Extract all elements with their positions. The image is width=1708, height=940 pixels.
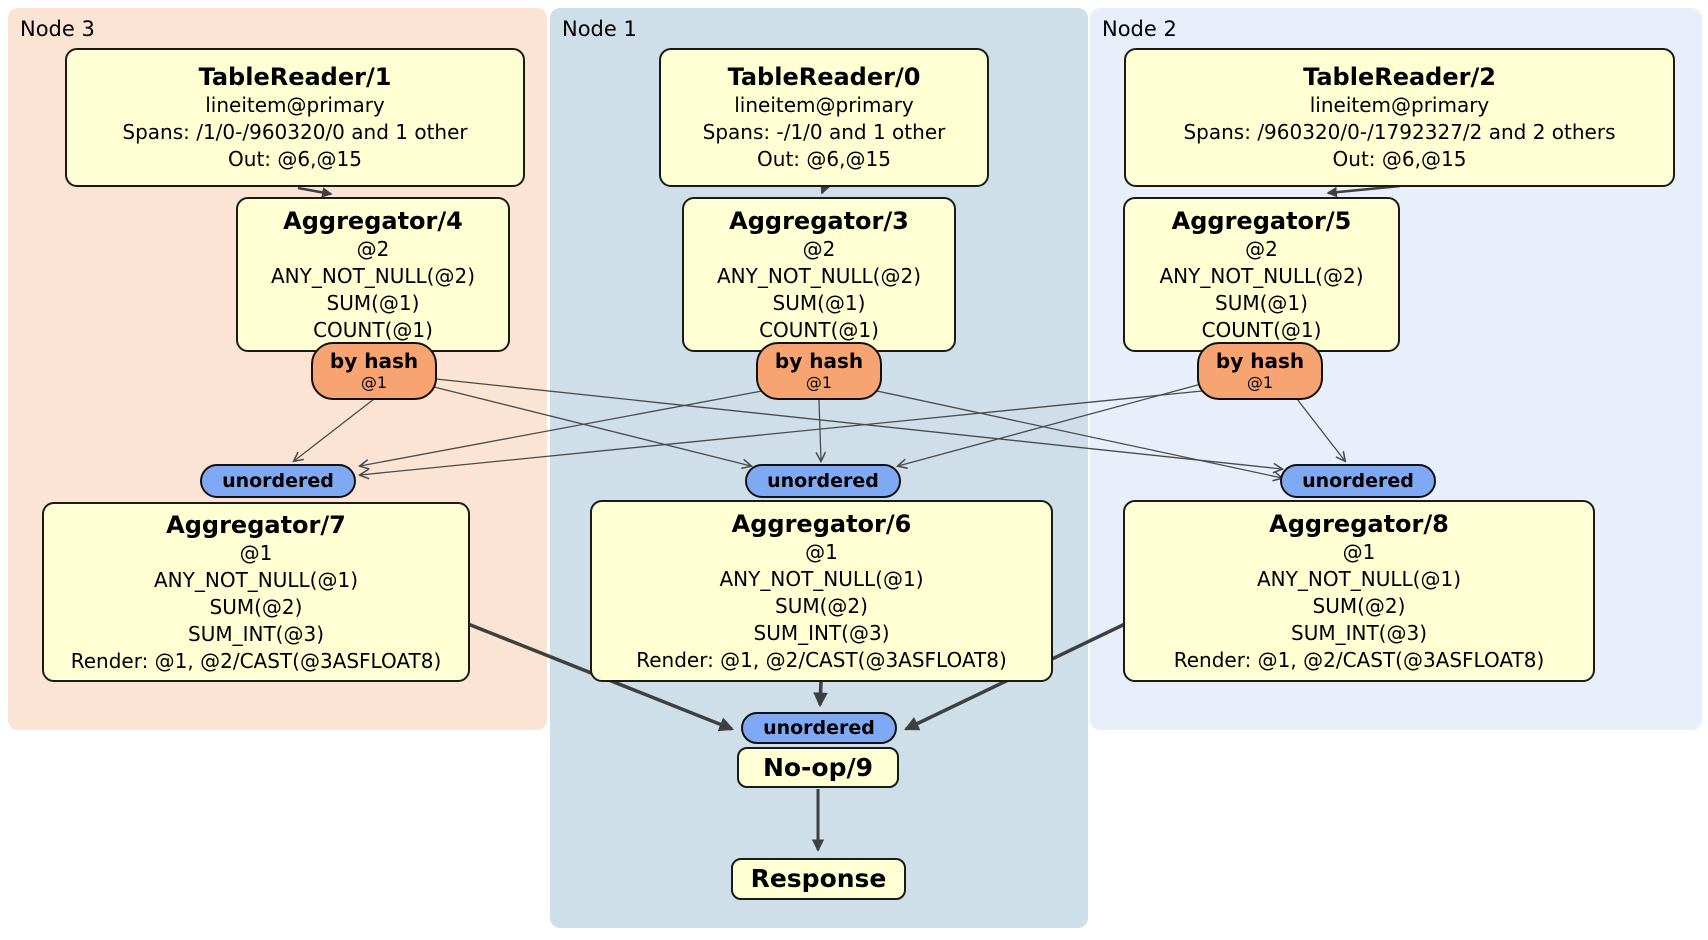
sync-label: unordered xyxy=(767,470,879,492)
processor-agg-fn: COUNT(@1) xyxy=(759,317,879,342)
router-hash-column: @1 xyxy=(1246,373,1274,392)
processor-out: Out: @6,@15 xyxy=(1332,147,1467,171)
router-hash-column: @1 xyxy=(360,373,388,392)
processor-detail: lineitem@primary xyxy=(1309,93,1490,117)
processor-group-cols: @2 xyxy=(1245,236,1278,261)
processor-tablereader-1: TableReader/1 lineitem@primary Spans: /1… xyxy=(65,48,525,187)
processor-title: Aggregator/5 xyxy=(1171,206,1352,235)
processor-render-expr: Render: @1, @2/CAST(@3ASFLOAT8) xyxy=(70,648,442,673)
processor-title: TableReader/0 xyxy=(727,63,921,91)
router-by-hash-5: by hash @1 xyxy=(1197,342,1323,400)
region-node-2-label: Node 2 xyxy=(1102,17,1177,41)
processor-render-expr: Render: @1, @2/CAST(@3ASFLOAT8) xyxy=(1173,647,1545,672)
processor-agg-fn: SUM(@1) xyxy=(1215,290,1308,315)
tablereader-to-aggregator-arrows xyxy=(297,182,1401,198)
processor-title: Aggregator/6 xyxy=(731,509,912,538)
processor-group-cols: @1 xyxy=(239,540,273,565)
processor-detail: lineitem@primary xyxy=(734,93,914,117)
processor-aggregator-5: Aggregator/5 @2 ANY_NOT_NULL(@2) SUM(@1)… xyxy=(1123,197,1400,352)
processor-agg-fn: SUM(@2) xyxy=(1312,593,1406,618)
processor-group-cols: @1 xyxy=(1342,539,1376,564)
processor-agg-fn: COUNT(@1) xyxy=(313,317,433,342)
processor-noop-9: No-op/9 xyxy=(737,747,899,788)
processor-aggregator-8: Aggregator/8 @1 ANY_NOT_NULL(@1) SUM(@2)… xyxy=(1123,500,1595,682)
sync-unordered-6: unordered xyxy=(745,464,901,498)
router-hash-column: @1 xyxy=(805,373,833,392)
processor-group-cols: @2 xyxy=(356,236,390,261)
sync-unordered-7: unordered xyxy=(200,464,356,498)
processor-render-expr: Render: @1, @2/CAST(@3ASFLOAT8) xyxy=(636,647,1007,672)
sync-label: unordered xyxy=(763,717,875,739)
processor-aggregator-4: Aggregator/4 @2 ANY_NOT_NULL(@2) SUM(@1)… xyxy=(236,197,510,352)
sync-label: unordered xyxy=(222,470,334,492)
processor-agg-fn: SUM_INT(@3) xyxy=(753,620,890,645)
processor-aggregator-3: Aggregator/3 @2 ANY_NOT_NULL(@2) SUM(@1)… xyxy=(682,197,956,352)
processor-agg-fn: SUM_INT(@3) xyxy=(188,621,324,646)
processor-agg-fn: SUM(@2) xyxy=(209,594,303,619)
processor-title: Response xyxy=(750,864,887,893)
processor-title: Aggregator/4 xyxy=(283,206,463,235)
processor-spans: Spans: /960320/0-/1792327/2 and 2 others xyxy=(1183,120,1616,144)
processor-agg-fn: ANY_NOT_NULL(@1) xyxy=(719,566,924,591)
processor-detail: lineitem@primary xyxy=(205,93,385,117)
processor-spans: Spans: /1/0-/960320/0 and 1 other xyxy=(122,120,468,144)
processor-out: Out: @6,@15 xyxy=(228,147,362,171)
processor-agg-fn: ANY_NOT_NULL(@1) xyxy=(154,567,358,592)
processor-title: TableReader/1 xyxy=(198,63,392,91)
processor-title: TableReader/2 xyxy=(1303,63,1496,91)
processor-agg-fn: ANY_NOT_NULL(@2) xyxy=(717,263,921,288)
region-node-3-label: Node 3 xyxy=(20,17,95,41)
router-by-hash-4: by hash @1 xyxy=(311,342,437,400)
processor-out: Out: @6,@15 xyxy=(757,147,891,171)
router-label: by hash xyxy=(329,349,419,373)
processor-agg-fn: SUM(@2) xyxy=(775,593,868,618)
processor-agg-fn: SUM(@1) xyxy=(326,290,420,315)
processor-group-cols: @1 xyxy=(805,539,838,564)
processor-agg-fn: ANY_NOT_NULL(@1) xyxy=(1257,566,1461,591)
processor-agg-fn: SUM(@1) xyxy=(772,290,866,315)
region-node-1-label: Node 1 xyxy=(562,17,637,41)
processor-title: Aggregator/8 xyxy=(1269,509,1449,538)
processor-aggregator-6: Aggregator/6 @1 ANY_NOT_NULL(@1) SUM(@2)… xyxy=(590,500,1053,682)
router-label: by hash xyxy=(774,349,864,373)
processor-title: Aggregator/7 xyxy=(166,510,346,539)
router-to-sync-edges xyxy=(294,378,1345,478)
processor-agg-fn: SUM_INT(@3) xyxy=(1291,620,1427,645)
processor-agg-fn: ANY_NOT_NULL(@2) xyxy=(271,263,475,288)
processor-spans: Spans: -/1/0 and 1 other xyxy=(702,120,946,144)
router-label: by hash xyxy=(1215,349,1305,373)
processor-agg-fn: ANY_NOT_NULL(@2) xyxy=(1159,263,1364,288)
processor-title: Aggregator/3 xyxy=(729,206,909,235)
processor-tablereader-0: TableReader/0 lineitem@primary Spans: -/… xyxy=(659,48,989,187)
processor-tablereader-2: TableReader/2 lineitem@primary Spans: /9… xyxy=(1124,48,1675,187)
processor-agg-fn: COUNT(@1) xyxy=(1201,317,1322,342)
sync-unordered-final: unordered xyxy=(741,712,897,744)
processor-response: Response xyxy=(731,858,906,900)
processor-title: No-op/9 xyxy=(762,752,874,782)
sync-label: unordered xyxy=(1302,470,1414,492)
sync-unordered-8: unordered xyxy=(1280,464,1436,498)
router-by-hash-3: by hash @1 xyxy=(756,342,882,400)
processor-group-cols: @2 xyxy=(802,236,836,261)
processor-aggregator-7: Aggregator/7 @1 ANY_NOT_NULL(@1) SUM(@2)… xyxy=(42,502,470,682)
